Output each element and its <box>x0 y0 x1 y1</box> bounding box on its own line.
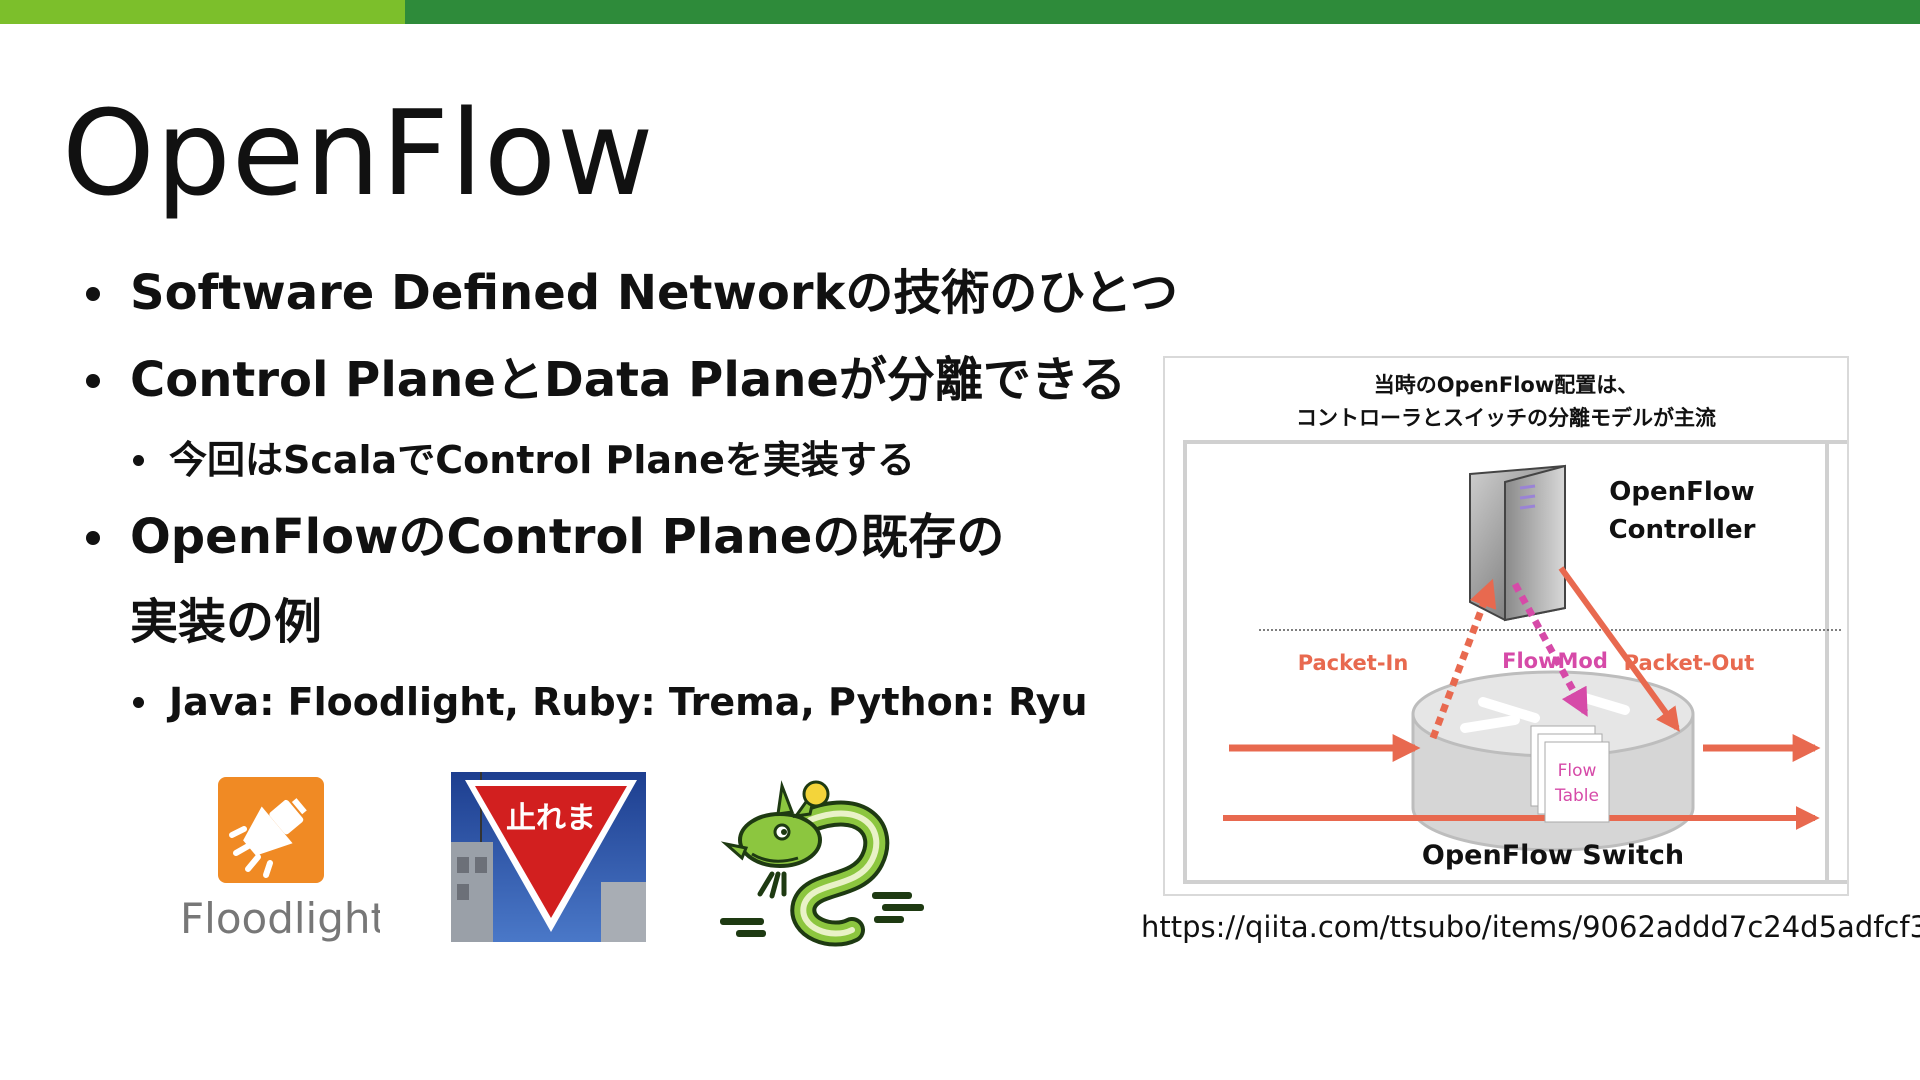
bullet-dot <box>86 531 100 545</box>
flowmod-label: FlowMod <box>1502 649 1608 673</box>
packet-in-label: Packet-In <box>1298 651 1409 675</box>
controller-server-icon <box>1469 464 1566 622</box>
ryu-logo <box>712 770 937 948</box>
bullet-text: 実装の例 <box>130 594 323 650</box>
top-accent-bar <box>0 0 1920 24</box>
bullet-dot <box>86 287 100 301</box>
packet-out-label: Packet-Out <box>1624 651 1755 675</box>
bullet-text: Software Defined Networkの技術のひとつ <box>130 265 1179 321</box>
openflow-architecture-diagram: 当時のOpenFlow配置は、 コントローラとスイッチの分離モデルが主流 Ope… <box>1163 356 1867 896</box>
flow-table-icon: Flow Table <box>1530 725 1610 823</box>
flow-table-label-line1: Flow <box>1558 761 1597 781</box>
floodlight-logo: Floodlight <box>170 775 387 945</box>
stop-sign-text: 止れま <box>506 801 596 836</box>
flow-table-label-line2: Table <box>1554 786 1599 806</box>
switch-label: OpenFlow Switch <box>1422 840 1684 871</box>
bullet-dot <box>86 374 100 388</box>
bullet-dot <box>133 697 144 708</box>
bullet-continuation: 実装の例 <box>130 592 322 652</box>
packet-out-arrow <box>1558 566 1680 732</box>
bullet-text: OpenFlowのControl Planeの既存の <box>130 509 1005 565</box>
source-url: https://qiita.com/ttsubo/items/9062addd7… <box>1141 910 1920 944</box>
bullet-item: Control PlaneとData Planeが分離できる <box>86 350 1126 410</box>
diagram-canvas: 当時のOpenFlow配置は、 コントローラとスイッチの分離モデルが主流 Ope… <box>1183 373 1867 884</box>
bullet-dot <box>133 455 144 466</box>
floodlight-wordmark: Floodlight <box>180 894 380 943</box>
diagram-caption-line1: 当時のOpenFlow配置は、 <box>1374 373 1638 397</box>
sub-bullet-text: Java: Floodlight, Ruby: Trema, Python: R… <box>169 680 1088 724</box>
sub-bullet-item: Java: Floodlight, Ruby: Trema, Python: R… <box>133 678 1088 726</box>
controller-label-line2: Controller <box>1609 515 1756 545</box>
controller-label-line1: OpenFlow <box>1609 477 1754 507</box>
bullet-item: Software Defined Networkの技術のひとつ <box>86 263 1179 323</box>
bullet-text: Control PlaneとData Planeが分離できる <box>130 352 1126 408</box>
stop-sign-icon: 止れま <box>451 772 646 942</box>
slide-title: OpenFlow <box>62 84 655 222</box>
dragon-icon <box>720 780 924 947</box>
top-accent-bar-light <box>0 0 405 24</box>
sub-bullet-item: 今回はScalaでControl Planeを実装する <box>133 436 915 484</box>
sub-bullet-text: 今回はScalaでControl Planeを実装する <box>169 438 915 482</box>
trema-logo: 止れま <box>451 772 646 942</box>
diagram-caption-line2: コントローラとスイッチの分離モデルが主流 <box>1296 406 1716 430</box>
bullet-item: OpenFlowのControl Planeの既存の <box>86 507 1005 567</box>
floodlight-icon: Floodlight <box>180 777 387 943</box>
flowmod-arrow <box>1511 582 1589 717</box>
top-accent-bar-dark <box>405 0 1920 24</box>
